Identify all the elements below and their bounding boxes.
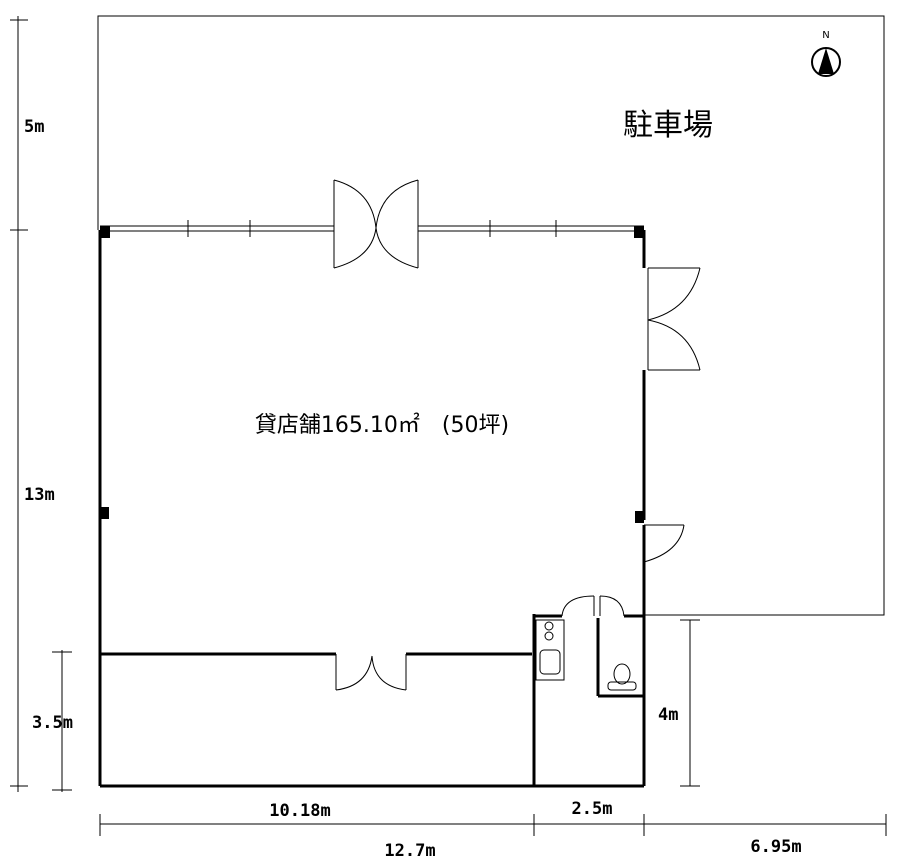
- dim-left-top: 5m: [24, 117, 44, 137]
- store-label: 貸店舗165.10㎡ (50坪): [255, 412, 509, 438]
- dim-right-width: 6.95m: [750, 837, 801, 857]
- back-room-door: [335, 654, 407, 691]
- parking-label: 駐車場: [623, 108, 713, 143]
- dim-bottom-left: 10.18m: [269, 801, 330, 821]
- bottom-dimension-line: [99, 814, 887, 836]
- dim-bottom-mid: 2.5m: [572, 799, 613, 819]
- parking-boundary: [97, 15, 885, 616]
- building-walls: [98, 230, 646, 788]
- main-entrance-door: [333, 179, 419, 269]
- north-arrow-icon: N: [811, 30, 841, 77]
- side-single-door: [643, 524, 685, 563]
- back-room-partition: [100, 614, 644, 786]
- dim-right-small: 4m: [658, 705, 678, 725]
- north-label: N: [822, 30, 829, 41]
- dim-left-main: 13m: [24, 485, 55, 505]
- storefront-glazing: [100, 220, 644, 237]
- columns: [100, 226, 644, 523]
- dim-left-bottom: 3.5m: [32, 713, 73, 733]
- left-dimension-line: [10, 16, 72, 792]
- restroom: [535, 595, 644, 698]
- right-dimension-line: [680, 619, 700, 787]
- dim-total-width: 12.7m: [384, 841, 435, 861]
- side-double-door: [647, 267, 701, 371]
